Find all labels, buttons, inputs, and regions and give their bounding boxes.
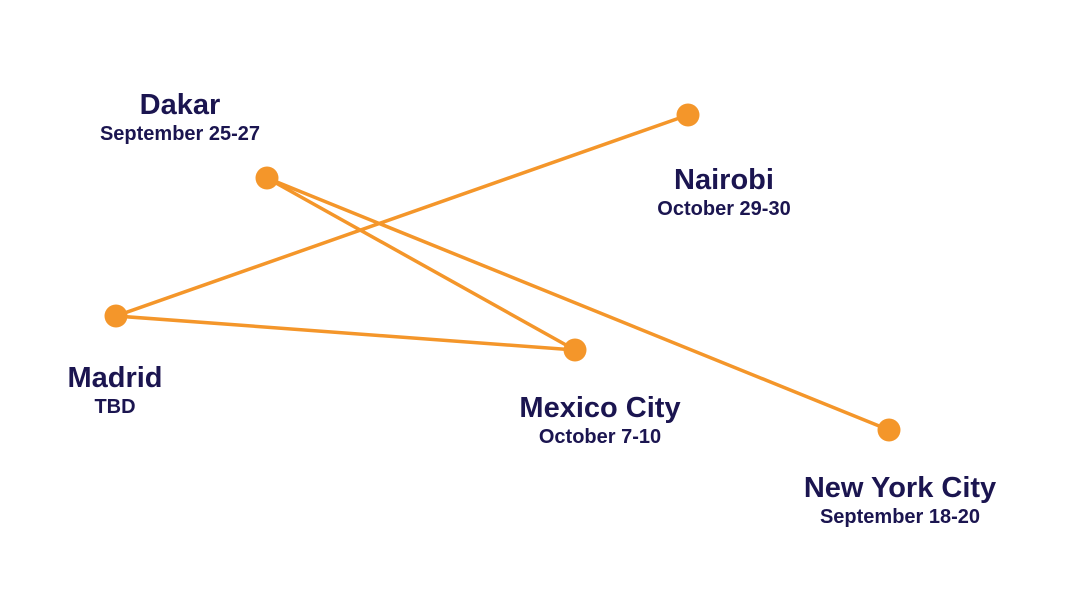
city-label-madrid: Madrid TBD	[67, 361, 162, 419]
city-dot-mexico-city	[563, 338, 587, 362]
route-line-madrid-mexico-city	[115, 314, 576, 352]
city-dot-new-york-city	[877, 418, 901, 442]
city-name-new-york-city: New York City	[803, 472, 997, 504]
city-date-nairobi: October 29-30	[657, 198, 791, 220]
city-dot-dakar	[255, 166, 279, 190]
city-name-mexico-city: Mexico City	[519, 392, 681, 424]
route-line-dakar-new-york-city	[266, 176, 890, 432]
city-dot-nairobi	[676, 103, 700, 127]
city-dot-madrid	[104, 304, 128, 328]
city-name-nairobi: Nairobi	[674, 164, 774, 196]
city-name-madrid: Madrid	[67, 362, 163, 394]
city-label-mexico-city: Mexico City October 7-10	[519, 391, 680, 449]
city-date-madrid: TBD	[94, 396, 136, 418]
city-date-dakar: September 25-27	[99, 123, 261, 145]
city-label-nairobi: Nairobi October 29-30	[657, 163, 790, 221]
city-name-dakar: Dakar	[139, 89, 221, 121]
city-date-mexico-city: October 7-10	[538, 426, 662, 448]
route-line-madrid-nairobi	[115, 113, 689, 318]
route-line-dakar-mexico-city	[266, 176, 576, 352]
city-label-dakar: Dakar September 25-27	[100, 88, 260, 146]
city-label-new-york-city: New York City September 18-20	[804, 471, 996, 529]
city-date-new-york-city: September 18-20	[819, 506, 981, 528]
